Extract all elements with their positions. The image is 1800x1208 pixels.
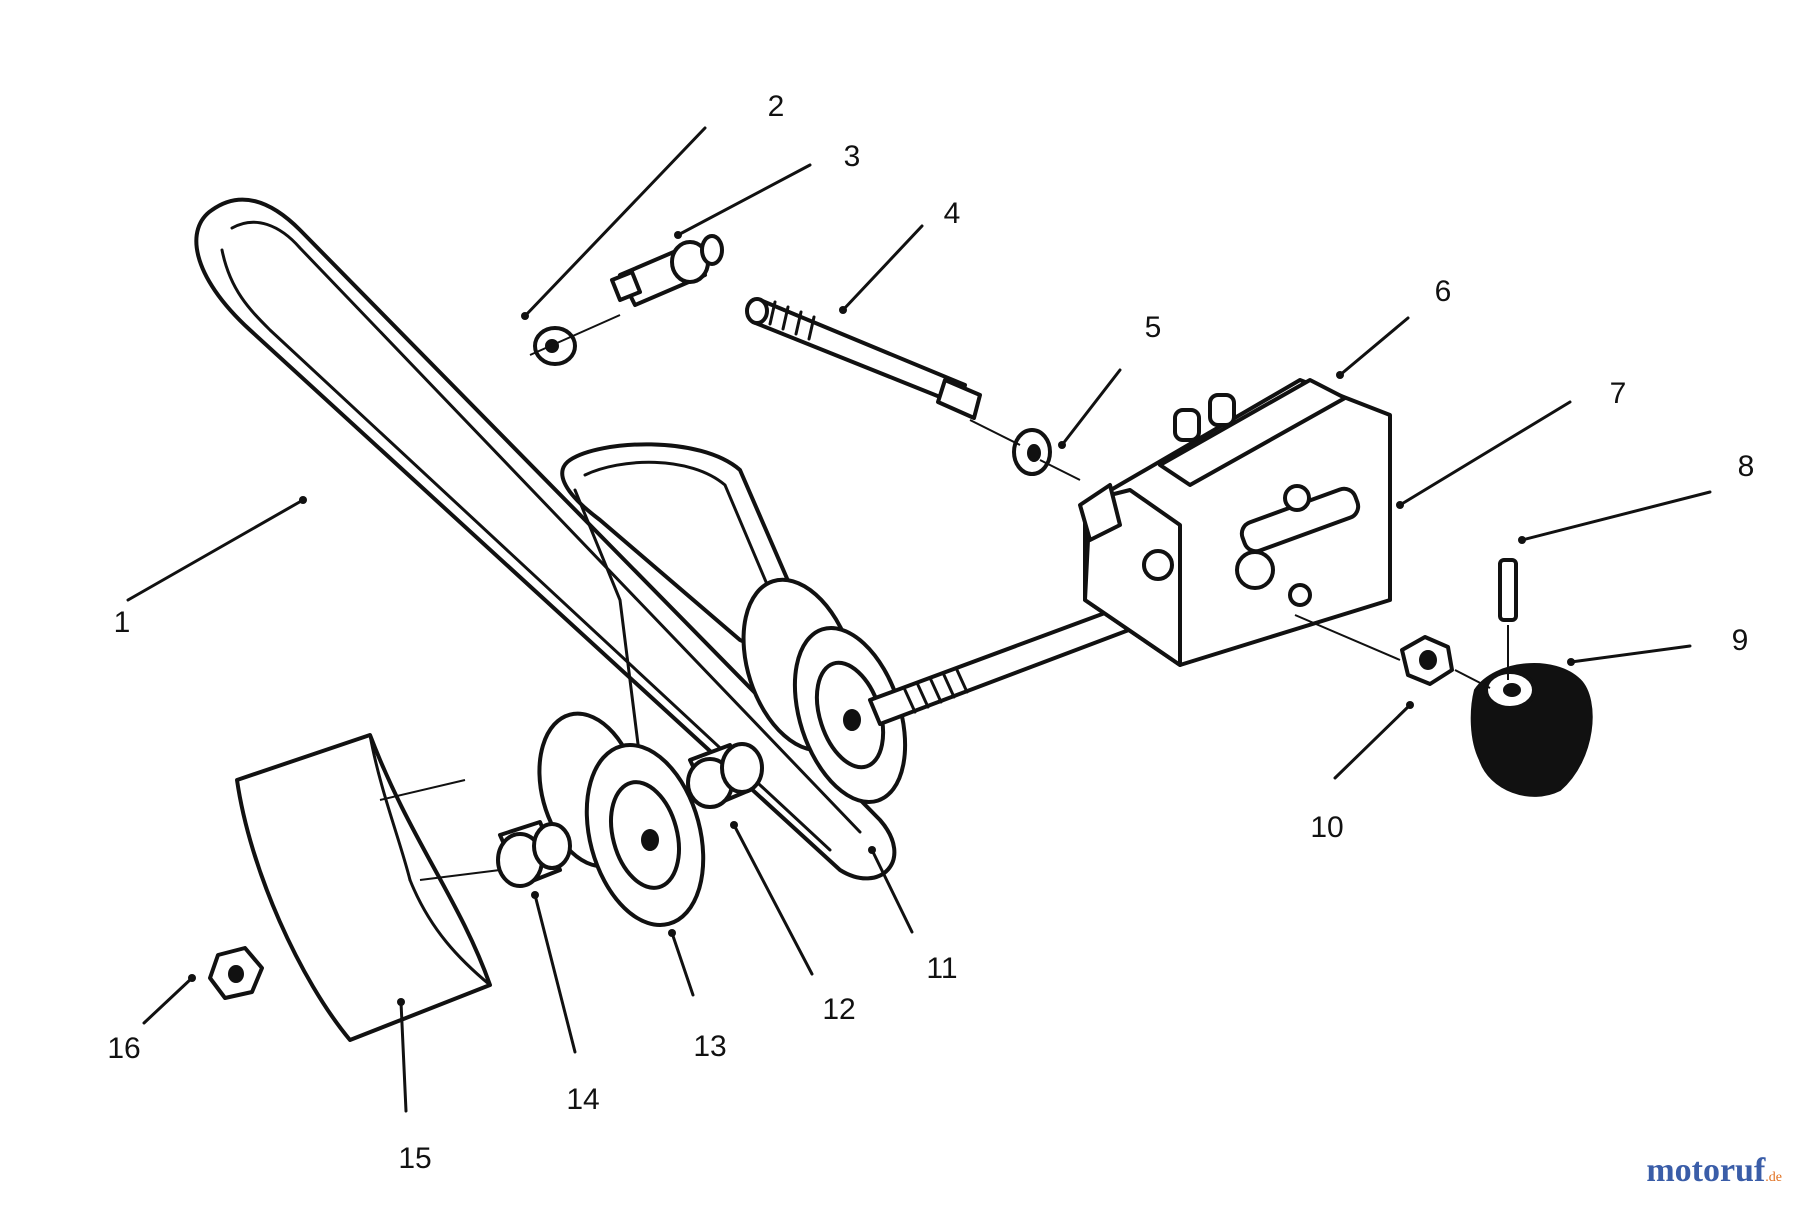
callout-4: 4	[944, 197, 961, 230]
leader-lines	[126, 126, 1712, 1113]
leader-dots	[188, 231, 1575, 1006]
callout-8: 8	[1738, 450, 1755, 483]
spacer	[686, 742, 764, 809]
callout-12: 12	[822, 993, 855, 1026]
callout-9: 9	[1732, 624, 1749, 657]
v-belt-long	[194, 197, 897, 881]
callout-16: 16	[107, 1032, 140, 1065]
washer	[1012, 428, 1052, 476]
watermark-suffix: .de	[1765, 1170, 1782, 1185]
belt-guard	[235, 733, 501, 1042]
callout-1: 1	[114, 606, 131, 639]
callout-7: 7	[1610, 377, 1627, 410]
roll-pin	[1498, 558, 1518, 622]
adjusting-rod	[745, 297, 982, 420]
callout-3: 3	[844, 140, 861, 173]
adjusting-knob	[1470, 663, 1593, 797]
gearbox-housing	[1078, 378, 1392, 667]
assembly-axes	[529, 314, 1509, 689]
callout-11: 11	[926, 952, 957, 985]
yoke-fitting	[610, 234, 724, 307]
watermark-logo: motoruf.de	[1646, 1152, 1782, 1190]
watermark-brand: motoruf	[1646, 1152, 1766, 1189]
retaining-clip	[533, 326, 577, 366]
small-pulley	[537, 711, 706, 927]
callout-13: 13	[693, 1030, 726, 1063]
callout-14: 14	[566, 1083, 599, 1116]
flange-nut	[208, 946, 264, 1000]
callout-2: 2	[768, 90, 785, 123]
hex-nut	[1400, 635, 1454, 686]
callout-labels: 1 2 3 4 5 6 7 8 9 10 11 12 13 14 15 16	[107, 90, 1754, 1175]
callout-6: 6	[1435, 275, 1452, 308]
bushing	[496, 820, 572, 888]
callout-10: 10	[1310, 811, 1343, 844]
callout-5: 5	[1145, 311, 1162, 344]
callout-15: 15	[398, 1142, 431, 1175]
drive-shaft	[868, 598, 1152, 726]
